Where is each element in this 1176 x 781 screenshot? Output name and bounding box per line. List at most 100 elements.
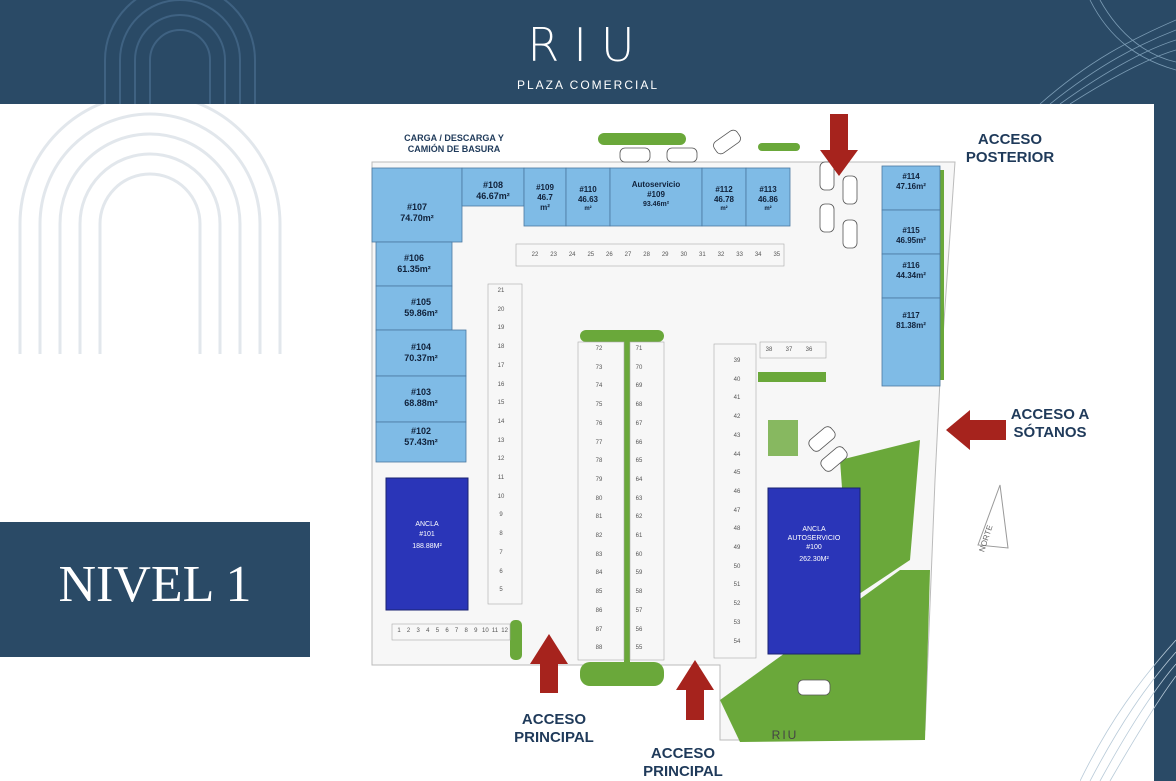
parking-stall-bottom-0: 1 <box>397 628 401 634</box>
parking-stall-cl-7: 79 <box>595 476 603 483</box>
parking-stall-bottom-9: 10 <box>482 628 489 634</box>
swirl-decoration-top <box>1039 0 1176 104</box>
entrance-sign: RIU <box>771 728 799 742</box>
anchor-line: ANCLA <box>415 521 439 528</box>
parking-stall-right-15: 54 <box>733 638 741 645</box>
unit-area: 46.86 <box>757 195 779 204</box>
parking-stall-cr-16: 55 <box>635 645 643 652</box>
parking-stall-right-7: 46 <box>733 488 741 495</box>
parking-stall-cl-13: 85 <box>595 589 603 596</box>
unit-106 <box>375 241 453 287</box>
parking-stall-bottom-3: 4 <box>426 628 430 634</box>
parking-stall-bottom-8: 9 <box>474 628 478 634</box>
parking-stall-top-2: 24 <box>568 252 576 258</box>
unit-104-label: #104 70.37m² <box>376 342 466 364</box>
parking-stall-bottom-1: 2 <box>406 628 411 634</box>
unit-number: #110 <box>579 185 597 194</box>
parking-stall-cl-3: 75 <box>595 402 603 409</box>
parking-stall-cr-2: 69 <box>635 383 643 390</box>
label-acceso-sotanos: ACCESO A SÓTANOS <box>1010 406 1090 442</box>
parking-stall-cr-0: 71 <box>635 346 643 352</box>
parking-stall-cl-10: 82 <box>595 533 603 539</box>
unit-109b-label: Autoservicio #109 93.46m² <box>610 180 702 210</box>
unit-102-label: #102 57.43m² <box>376 426 466 448</box>
unit-sub: #109 <box>647 190 665 199</box>
unit-number: #116 <box>902 261 920 270</box>
arch-decoration-top <box>104 0 256 104</box>
planter-top-2 <box>758 143 800 151</box>
unit-117-label: #117 81.38m² <box>882 311 940 331</box>
unit-105 <box>375 285 453 331</box>
unit-area: 44.34m² <box>896 271 926 280</box>
access-arrows <box>530 114 1006 720</box>
label-text: ACCESO A SÓTANOS <box>1010 406 1090 441</box>
label-carga-text: CARGA / DESCARGA Y CAMIÓN DE BASURA <box>404 133 504 154</box>
parking-stall-cr-10: 61 <box>635 533 643 539</box>
anchor-101 <box>385 477 469 611</box>
arrow-posterior <box>820 114 858 176</box>
parking-stall-top-13: 35 <box>773 252 781 258</box>
parking-stall-top-10: 32 <box>717 252 725 258</box>
unit-number: #103 <box>410 387 432 397</box>
green-area-south <box>720 570 930 742</box>
parking-stall-cr-6: 65 <box>635 458 643 465</box>
parking-stall-left-10: 11 <box>497 475 505 481</box>
parking-stall-left-6: 15 <box>497 400 505 407</box>
parking-stall-left-3: 18 <box>497 344 505 351</box>
unit-112-label: #112 46.78 m² <box>702 185 746 213</box>
unit-area: 47.16m² <box>896 182 926 191</box>
unit-102 <box>375 421 467 463</box>
unit-108 <box>461 167 525 207</box>
unit-110-label: #110 46.63 m² <box>566 185 610 213</box>
unit-area-unit: m² <box>720 206 728 212</box>
parking-stall-right-13: 52 <box>733 601 741 608</box>
parking-stall-bottom-2: 3 <box>416 628 420 634</box>
parking-stall-right-1: 40 <box>733 376 741 383</box>
parking-stall-bottom-7: 8 <box>464 628 468 634</box>
anchor-101-label: ANCLA #101 188.88M² <box>386 520 468 554</box>
parking-stall-top-12: 34 <box>754 252 762 258</box>
unit-area: 46.7 <box>537 193 553 202</box>
parking-stall-cr-5: 66 <box>635 439 643 446</box>
unit-109b <box>609 167 703 227</box>
compass-icon <box>977 484 1009 549</box>
unit-area-unit: m² <box>540 203 550 212</box>
planter-median <box>624 340 630 662</box>
unit-area: 68.88m² <box>404 398 438 408</box>
planter-sw <box>510 620 522 660</box>
label-text: ACCESO PRINCIPAL <box>514 711 594 746</box>
parking-stall-bottom-4: 5 <box>435 628 440 634</box>
parking-stall-right-11: 50 <box>733 563 741 570</box>
planter-center-bottom <box>580 662 664 686</box>
parking-stall-left-2: 19 <box>497 325 505 332</box>
parking-stall-cl-0: 72 <box>595 346 603 352</box>
parking-stall-right-12: 51 <box>733 582 741 589</box>
unit-area: 93.46m² <box>642 201 670 208</box>
planter-top <box>598 133 686 145</box>
parking-stall-right-10: 49 <box>733 545 741 551</box>
parking-stall-right-2: 41 <box>733 395 741 402</box>
unit-number: #107 <box>406 202 428 212</box>
unit-107-label: #107 74.70m² <box>372 202 462 224</box>
unit-number: #117 <box>902 311 920 320</box>
parking-stall-bottom-10: 11 <box>491 628 499 634</box>
parking-stall-right-3: 42 <box>733 414 741 421</box>
parking-stall-cr-15: 56 <box>635 626 643 633</box>
unit-110 <box>565 167 611 227</box>
unit-area: 74.70m² <box>400 213 434 223</box>
unit-number: #114 <box>902 172 920 181</box>
unit-105-label: #105 59.86m² <box>376 297 466 319</box>
unit-number: #113 <box>759 185 777 194</box>
right-strip <box>1154 104 1176 781</box>
unit-number: Autoservicio <box>631 180 681 189</box>
parking-stall-cl-2: 74 <box>595 383 603 390</box>
unit-area: 57.43m² <box>404 437 438 447</box>
planter-center-top <box>580 330 664 342</box>
anchor-line: 188.88M² <box>412 543 442 550</box>
parking-stall-small-2: 36 <box>805 347 813 353</box>
parking-stall-cl-16: 88 <box>595 645 603 652</box>
unit-area: 46.95m² <box>896 236 926 245</box>
arrow-principal-2 <box>676 660 714 720</box>
parking-stall-top-0: 22 <box>531 252 539 258</box>
